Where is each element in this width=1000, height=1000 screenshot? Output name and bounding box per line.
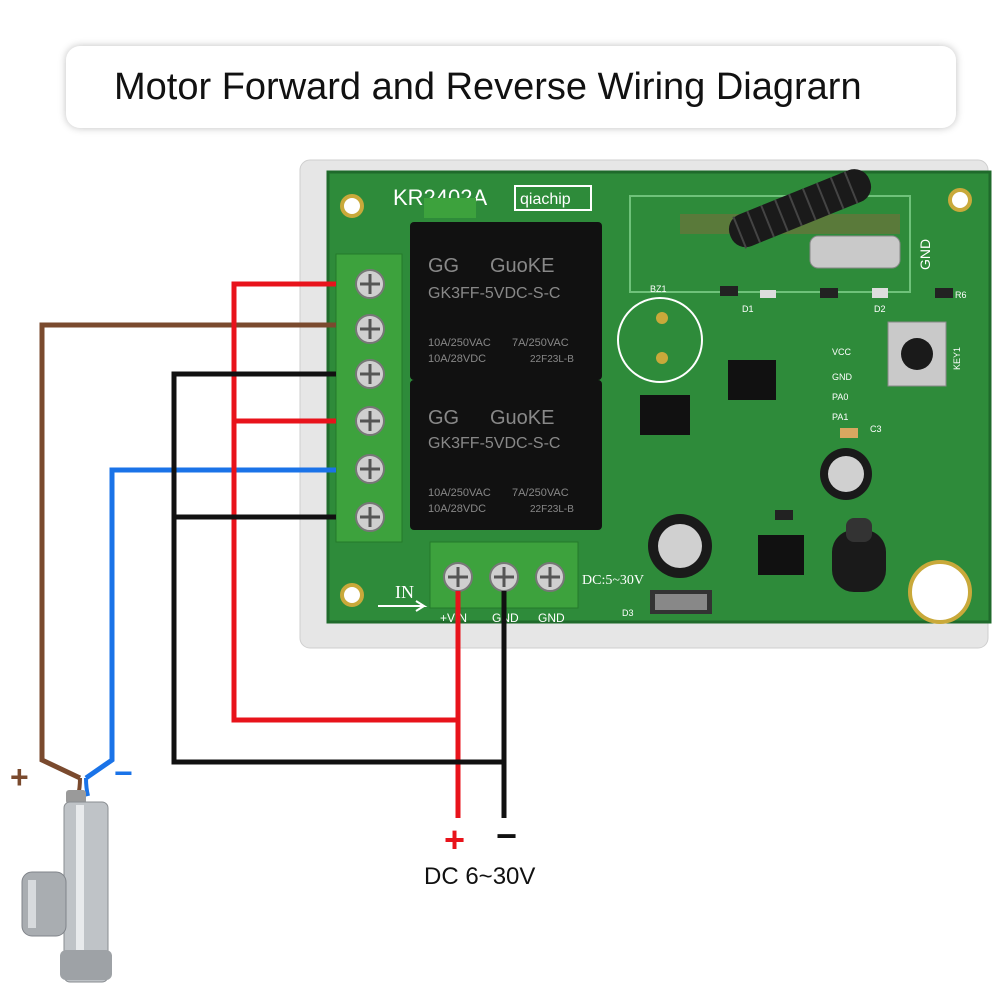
wire-blue-motor-minus (84, 467, 336, 781)
motor-plus-label: + (10, 759, 29, 795)
relay-1-code: 22F23L-B (530, 354, 574, 365)
pin-gnd: GND (832, 372, 853, 382)
svg-text:GG: GG (428, 255, 459, 277)
in-label: IN (395, 582, 414, 602)
mount-hole (340, 583, 364, 607)
crystal (809, 235, 901, 269)
pin-pa1: PA1 (832, 412, 848, 422)
ic-chip (640, 395, 690, 435)
linear-actuator (21, 777, 112, 983)
terminal-vin-label: +VIN (440, 611, 467, 625)
relay-2-rating-1: 10A/250VAC (428, 487, 491, 499)
power-terminal-block (429, 541, 579, 609)
board-brand: qiachip (520, 191, 571, 208)
svg-text:BZ1: BZ1 (650, 284, 667, 294)
wire-black-no1 (171, 371, 504, 765)
buzzer (617, 297, 703, 383)
inductor-l1 (832, 518, 886, 592)
relay-1-rating-1: 10A/250VAC (428, 337, 491, 349)
dc-range-label: DC:5~30V (582, 573, 644, 588)
svg-text:D2: D2 (874, 304, 886, 314)
relay-1-brand: GuoKE (490, 255, 554, 277)
relay-2-rating-3: 10A/28VDC (428, 503, 486, 515)
antenna-coil (728, 169, 872, 249)
relay-1-rating-2: 7A/250VAC (512, 337, 569, 349)
capacitor-c1 (648, 514, 712, 578)
power-minus-label: − (496, 815, 517, 856)
pin-pa0: PA0 (832, 392, 848, 402)
svg-text:D1: D1 (742, 304, 754, 314)
diagram-title: Motor Forward and Reverse Wiring Diagrar… (114, 66, 862, 108)
power-voltage-label: DC 6~30V (424, 863, 535, 890)
pin-vcc: VCC (832, 347, 852, 357)
relay-2: GuoKE GG GK3FF-5VDC-S-C 10A/250VAC 7A/25… (410, 380, 602, 530)
relay-1: GuoKE GG GK3FF-5VDC-S-C 10A/250VAC 7A/25… (410, 222, 602, 380)
relay-2-part: GK3FF-5VDC-S-C (428, 435, 560, 452)
power-plus-label: + (444, 819, 465, 860)
relay-2-code: 22F23L-B (530, 504, 574, 515)
wire-red-nc1 (231, 281, 458, 723)
svg-text:KEY1: KEY1 (952, 347, 962, 370)
svg-text:D3: D3 (622, 608, 634, 618)
capacitor-c2 (820, 448, 872, 500)
motor-minus-label: − (114, 755, 133, 791)
relay-2-brand: GuoKE (490, 407, 554, 429)
svg-text:C3: C3 (870, 424, 882, 434)
mount-hole (340, 194, 364, 218)
svg-text:R6: R6 (955, 290, 967, 300)
relay-1-rating-3: 10A/28VDC (428, 353, 486, 365)
mount-hole (948, 188, 972, 212)
ic-chip (728, 360, 776, 400)
learn-button (887, 321, 947, 387)
relay-1-part: GK3FF-5VDC-S-C (428, 285, 560, 302)
svg-text:GG: GG (428, 407, 459, 429)
relay-2-rating-2: 7A/250VAC (512, 487, 569, 499)
title-box: Motor Forward and Reverse Wiring Diagrar… (66, 46, 956, 128)
mount-hole (908, 560, 972, 624)
ic-chip (758, 535, 804, 575)
gnd-label: GND (917, 239, 933, 270)
terminal-gnd2-label: GND (538, 611, 565, 625)
wire-brown-motor-plus (39, 322, 336, 781)
output-terminal-block (335, 253, 403, 543)
